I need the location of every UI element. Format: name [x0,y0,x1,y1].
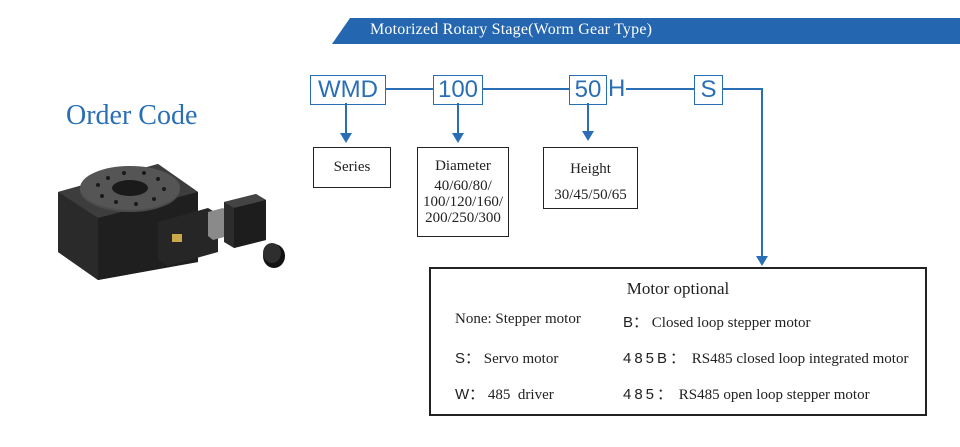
series-title: Series [333,159,371,175]
option-desc: 485 driver [487,387,554,403]
diameter-box: Diameter 40/60/80/ 100/120/160/ 200/250/… [417,147,509,237]
series-arrow [340,133,352,143]
code-diameter: 100 [433,75,483,105]
code-motor: S [694,75,723,105]
option-key: W： [455,386,485,403]
banner-title: Motorized Rotary Stage(Worm Gear Type) [370,21,653,38]
motor-option-485b: 485B： RS485 closed loop integrated motor [623,347,908,368]
diameter-value-3: 200/250/300 [425,210,501,226]
option-desc: RS485 closed loop integrated motor [691,351,909,367]
diameter-arrow [452,133,464,143]
rotary-stage-image [58,164,285,280]
motor-arrow [756,256,768,266]
height-arrow [582,131,594,141]
motor-option-b: B： Closed loop stepper motor [623,311,811,332]
option-key: None: [455,311,492,327]
motor-options-box: Motor optional None: Stepper motor B： Cl… [429,267,927,416]
series-box: Series [313,147,391,188]
height-box: Height 30/45/50/65 [543,147,638,209]
code-series: WMD [310,75,386,105]
motor-option-s: S： Servo motor [455,347,558,368]
diameter-value-1: 40/60/80/ [434,178,492,194]
code-height-suffix: H [608,75,626,102]
option-key: 485： [623,386,676,403]
option-key: B： [623,314,649,331]
option-desc: Servo motor [483,351,559,367]
option-key: S： [455,350,481,367]
motor-option-w: W： 485 driver [455,383,554,404]
motor-option-none: None: Stepper motor [455,311,581,328]
option-desc: Stepper motor [495,311,581,327]
motor-option-485: 485： RS485 open loop stepper motor [623,383,870,404]
height-title: Height [570,161,611,177]
option-key: 485B： [623,350,689,367]
option-desc: Closed loop stepper motor [651,315,811,331]
motor-options-title: Motor optional [626,279,730,298]
height-values: 30/45/50/65 [554,187,627,203]
banner-shape [332,18,960,44]
header-banner: Motorized Rotary Stage(Worm Gear Type) [332,18,960,44]
diameter-value-2: 100/120/160/ [422,194,503,210]
option-desc: RS485 open loop stepper motor [678,387,870,403]
diameter-title: Diameter [435,158,491,174]
order-code-label: Order Code [66,100,198,131]
code-height: 50 [569,75,607,105]
